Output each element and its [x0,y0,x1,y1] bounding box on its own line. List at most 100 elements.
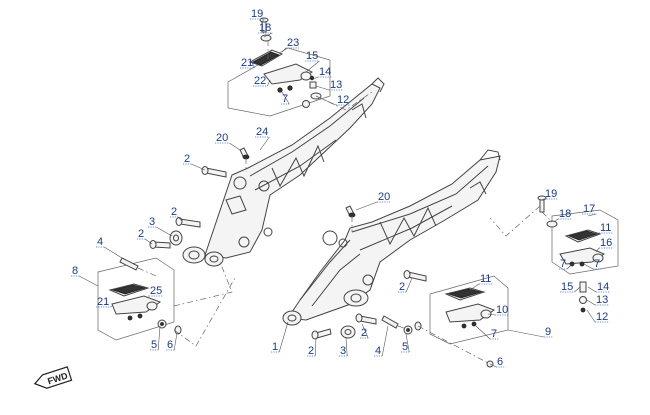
callout-leader-line [487,313,496,316]
callout-label-13: 13 [596,294,608,306]
callout-leader-line [587,286,597,293]
callout-label-3: 3 [149,216,155,228]
callout-leader-line [405,277,413,293]
middle-footpeg-assembly [429,275,509,345]
callout-leader-line [541,198,545,201]
callout-leader-line [345,337,348,357]
callout-label-5: 5 [151,339,157,351]
callout-leader-line [381,325,389,357]
callout-leader-line [586,299,596,306]
callout-label-17: 17 [583,203,595,215]
callout-leader-line [355,201,378,211]
left-footpeg-assembly [97,257,175,341]
assembly-lines [137,40,553,365]
callout-leader-line [507,329,545,338]
callout-label-1: 1 [272,341,278,353]
callout-label-2: 2 [138,228,144,240]
right-footpeg-assembly [551,209,619,313]
callout-label-2: 2 [184,153,190,165]
fasteners [119,17,558,368]
callout-leader-line [251,61,255,69]
left-bracket-part [182,77,385,267]
callout-leader-line [314,337,317,357]
callout-label-6: 6 [497,356,503,368]
callout-label-14: 14 [597,281,609,293]
callout-label-2: 2 [361,327,367,339]
callout-leader-line [177,216,183,222]
callout-leader-line [79,275,99,287]
callout-label-21: 21 [97,296,109,308]
callout-leader-line [281,91,290,105]
callout-label-23: 23 [287,37,299,49]
right-bracket-part [282,149,501,326]
callout-label-19: 19 [251,8,263,20]
callout-leader-line [191,163,206,171]
callout-leader-line [229,142,241,151]
callout-label-4: 4 [375,345,381,357]
callout-leader-line [315,85,330,91]
fwd-logo: FWD [33,366,73,389]
callout-leader-line [157,325,161,351]
callout-label-22: 22 [254,75,266,87]
callout-leader-line [145,238,153,245]
callout-leader-line [104,246,123,259]
callout-label-11: 11 [600,222,611,234]
callout-label-4: 4 [97,236,103,248]
callout-label-15: 15 [561,281,573,293]
callout-leader-line [305,60,320,73]
callout-label-7: 7 [560,258,566,270]
callout-leader-line [566,263,573,270]
upper-footpeg-assembly [227,47,331,117]
callout-label-2: 2 [399,281,405,293]
callout-label-14: 14 [319,66,331,78]
callout-label-2: 2 [171,206,177,218]
callout-label-3: 3 [340,345,346,357]
callout-leader-line [574,286,581,293]
callout-leader-line [583,263,594,270]
callout-label-18: 18 [259,22,271,34]
callout-label-10: 10 [496,304,508,316]
callout-leader-line [469,283,480,291]
callout-label-2: 2 [308,345,314,357]
callout-label-16: 16 [600,237,612,249]
callout-label-18: 18 [559,208,571,220]
callout-leader-line [361,323,369,339]
callout-leader-line [312,76,319,80]
callout-label-8: 8 [72,265,78,277]
callout-leader-line [553,218,559,223]
callout-leader-line [267,79,271,87]
callout-label-7: 7 [282,93,288,105]
callout-label-20: 20 [216,132,228,144]
callout-label-21: 21 [241,57,253,69]
callout-leader-line [317,96,337,106]
callout-label-25: 25 [150,285,162,297]
callout-label-9: 9 [545,326,551,338]
callout-leader-line [278,321,289,353]
callout-leader-line [263,32,273,38]
callout-leader-line [586,309,596,323]
callout-label-12: 12 [596,311,608,323]
callout-leader-line [595,247,600,253]
callout-label-19: 19 [545,188,557,200]
callout-leader-line [587,213,597,217]
callout-label-20: 20 [378,191,390,203]
callout-label-15: 15 [306,50,318,62]
callout-leader-line [259,136,270,151]
callout-leader-line [281,47,287,53]
callout-label-7: 7 [594,258,600,270]
callout-leader-line [110,305,113,308]
callout-label-5: 5 [402,341,408,353]
callout-leader-line [261,18,265,23]
callout-label-6: 6 [167,339,173,351]
callout-leader-line [489,363,497,368]
callout-label-12: 12 [337,94,349,106]
callout-leader-line [475,325,491,340]
callout-leader-line [589,232,600,235]
callout-label-13: 13 [330,79,342,91]
callout-leader-line [405,333,410,353]
callout-leader-line [156,226,173,237]
callout-label-11: 11 [480,273,491,285]
callout-leader-line [173,332,178,351]
